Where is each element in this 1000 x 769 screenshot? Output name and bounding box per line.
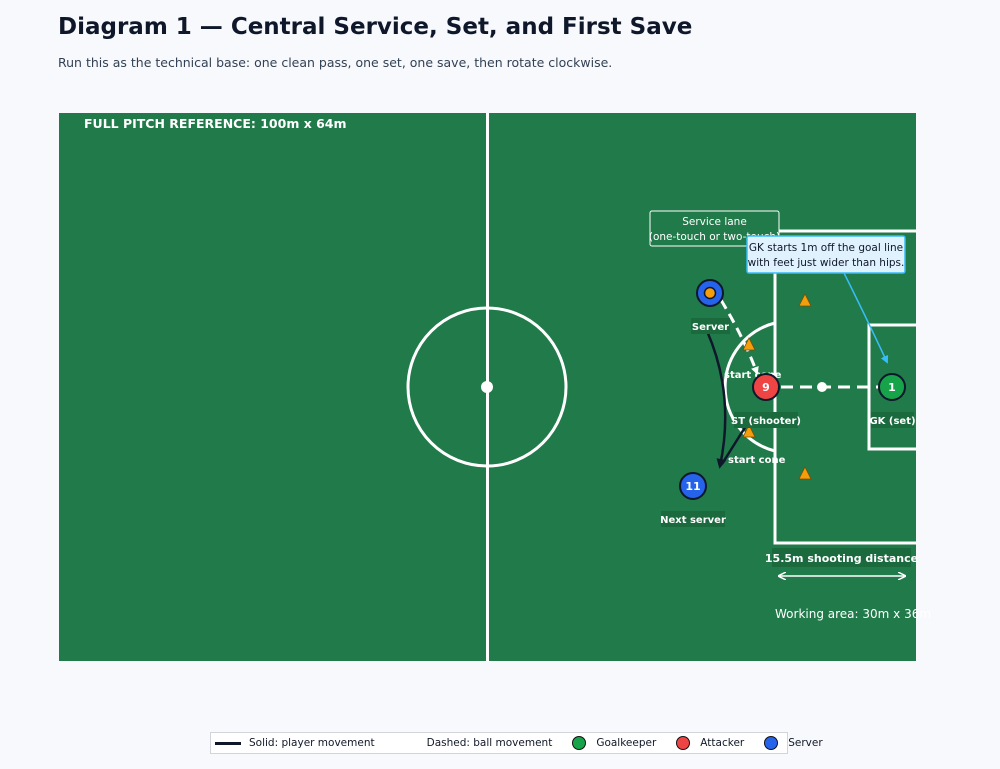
penalty-arc [723,321,776,453]
ball [817,382,827,392]
next-server-player [679,472,707,500]
goalkeeper-player [878,373,906,401]
legend-dashed-line [392,741,419,745]
legend-goalkeeper-label: Goalkeeper [596,737,657,749]
goalkeeper-label: GK (set) [869,416,915,427]
legend-item-dashed: Dashed: ball movement [375,737,553,749]
page-subtitle: Run this as the technical base: one clea… [58,55,613,70]
server-label: Server [692,322,729,333]
cone-marker [742,424,756,438]
distance-label: 15.5m shooting distance [765,552,918,565]
centre-circle [406,306,568,468]
next-server-number: 11 [685,480,700,493]
server-player [696,279,724,307]
gk-note-line-1: GK starts 1m off the goal line [749,242,903,254]
cone-marker [798,293,812,307]
shooter-player [752,373,780,401]
start-cone-label-bottom: start cone [728,455,786,466]
goalkeeper-number: 1 [888,381,896,394]
legend-server-label: Server [788,737,823,749]
gk-note-line-2: with feet just wider than hips. [748,257,905,269]
service-pass-arrow [719,299,759,375]
legend-solid-label: Solid: player movement [249,737,375,749]
legend: Solid: player movement Dashed: ball move… [210,732,823,754]
cone-marker [798,466,812,480]
pitch-reference-label: FULL PITCH REFERENCE: 100m x 64m [84,116,347,131]
attacker-swatch [676,736,691,750]
legend-item-solid: Solid: player movement [211,737,375,749]
server-label-bg [691,318,730,334]
shooter-label: ST (shooter) [731,416,801,427]
next-server-label-bg [661,511,725,527]
legend-attacker-label: Attacker [700,737,745,749]
shooter-number: 9 [762,381,770,394]
start-cone-label-top: start cone [724,370,782,381]
legend-item-attacker: Attacker [676,736,744,750]
legend-item-server: Server [764,736,823,750]
page-title: Diagram 1 — Central Service, Set, and Fi… [58,14,693,40]
goalkeeper-label-bg [871,412,914,428]
legend-item-goalkeeper: Goalkeeper [572,736,656,750]
server-rotation-arrow [705,330,727,469]
gk-note-callout [746,235,906,274]
gk-note-pointer [842,270,889,364]
distance-label-bg [772,548,911,567]
service-lane-line-1: Service lane [682,216,747,228]
cone-marker [742,337,756,351]
legend-dashed-label: Dashed: ball movement [426,737,553,749]
working-area-label: Working area: 30m x 36m [775,607,931,621]
server-swatch [764,736,779,750]
goalkeeper-swatch [572,736,587,750]
centre-spot [481,381,493,393]
next-server-label: Next server [660,515,726,526]
shooter-label-bg [734,412,798,428]
legend-solid-line [215,741,241,745]
